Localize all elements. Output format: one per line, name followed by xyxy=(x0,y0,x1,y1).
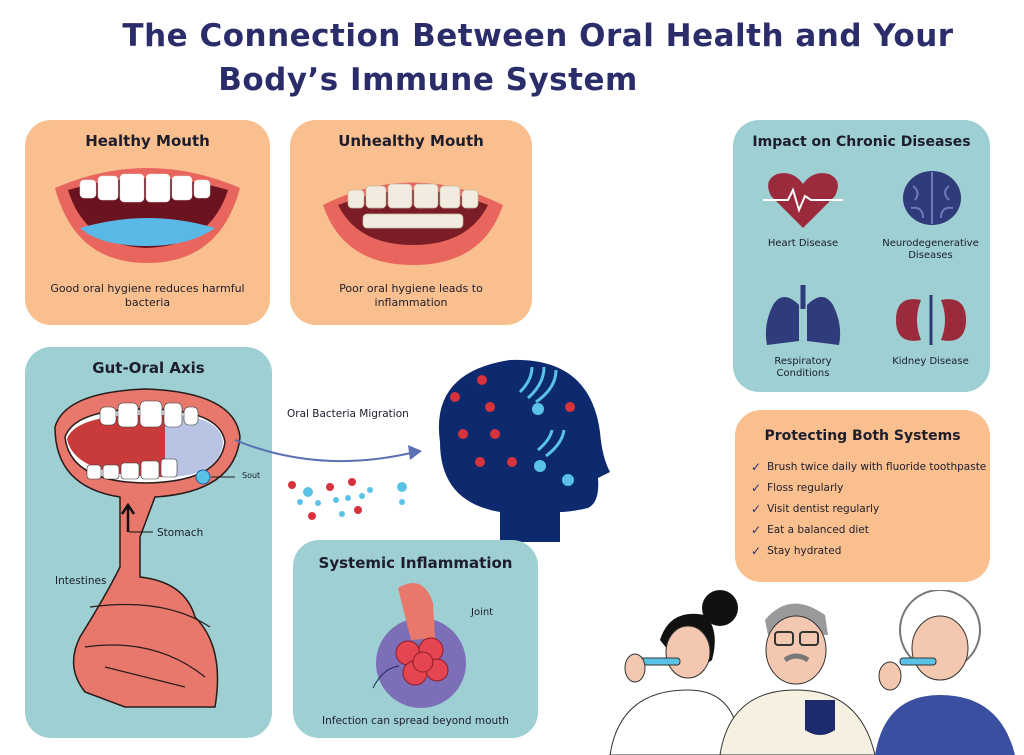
protecting-list: ✓Brush twice daily with fluoride toothpa… xyxy=(751,456,986,561)
respiratory-label: Respiratory Conditions xyxy=(774,356,832,379)
gut-oral-axis-card: Gut-Oral Axis Sout Stomach Intestines xyxy=(25,347,272,738)
migration-label: Oral Bacteria Migration xyxy=(287,408,409,420)
page-title-line-2: Body’s Immune System xyxy=(218,62,638,98)
kidney-icon xyxy=(896,295,966,345)
systemic-inflammation-card: Systemic Inflammation Joint Infection ca… xyxy=(293,540,538,738)
protecting-card: Protecting Both Systems ✓Brush twice dai… xyxy=(735,410,990,582)
list-item: ✓Eat a balanced diet xyxy=(751,522,869,537)
migration-arrow-and-bacteria xyxy=(234,439,422,520)
chronic-diseases-heading: Impact on Chronic Diseases xyxy=(752,134,971,150)
list-item: ✓Floss regularly xyxy=(751,480,844,495)
healthy-mouth-card: Healthy Mouth Good oral hygiene reduces … xyxy=(25,120,270,325)
unhealthy-mouth-caption: Poor oral hygiene leads to inflammation xyxy=(339,282,483,309)
systemic-heading: Systemic Inflammation xyxy=(318,554,513,572)
brain-icon xyxy=(903,171,961,225)
page-title-line-1: The Connection Between Oral Health and Y… xyxy=(122,18,954,54)
list-item: ✓Stay hydrated xyxy=(751,543,842,558)
systemic-caption: Infection can spread beyond mouth xyxy=(322,715,509,727)
lungs-icon xyxy=(765,285,841,345)
unhealthy-mouth-illustration xyxy=(323,182,503,265)
digestive-tract-illustration xyxy=(54,388,241,708)
protecting-heading: Protecting Both Systems xyxy=(764,428,961,444)
kidney-disease-label: Kidney Disease xyxy=(892,356,969,367)
check-icon: ✓ xyxy=(751,459,762,474)
unhealthy-mouth-card: Unhealthy Mouth Poor oral hygiene leads … xyxy=(290,120,532,325)
head-silhouette-illustration xyxy=(438,359,610,542)
list-item: ✓Brush twice daily with fluoride toothpa… xyxy=(751,459,987,474)
check-icon: ✓ xyxy=(751,543,762,558)
healthy-mouth-caption: Good oral hygiene reduces harmful bacter… xyxy=(50,282,245,309)
check-icon: ✓ xyxy=(751,501,762,516)
people-brushing-teeth-illustration xyxy=(609,590,1015,755)
healthy-mouth-heading: Healthy Mouth xyxy=(85,132,210,150)
chronic-diseases-card: Impact on Chronic Diseases Heart Disease… xyxy=(733,120,990,392)
list-item: ✓Visit dentist regularly xyxy=(751,501,880,516)
gut-oral-heading: Gut-Oral Axis xyxy=(92,359,205,377)
neurodegenerative-label: Neurodegenerative Diseases xyxy=(882,238,979,261)
unhealthy-mouth-heading: Unhealthy Mouth xyxy=(338,132,484,150)
check-icon: ✓ xyxy=(751,522,762,537)
heart-icon xyxy=(763,173,843,228)
sout-label: Sout xyxy=(242,471,261,480)
joint-label: Joint xyxy=(471,607,494,618)
stomach-label: Stomach xyxy=(157,527,204,539)
joint-inflammation-illustration xyxy=(372,583,466,708)
heart-disease-label: Heart Disease xyxy=(767,238,839,249)
check-icon: ✓ xyxy=(751,480,762,495)
healthy-mouth-illustration xyxy=(55,168,240,263)
intestines-label: Intestines xyxy=(55,575,107,587)
